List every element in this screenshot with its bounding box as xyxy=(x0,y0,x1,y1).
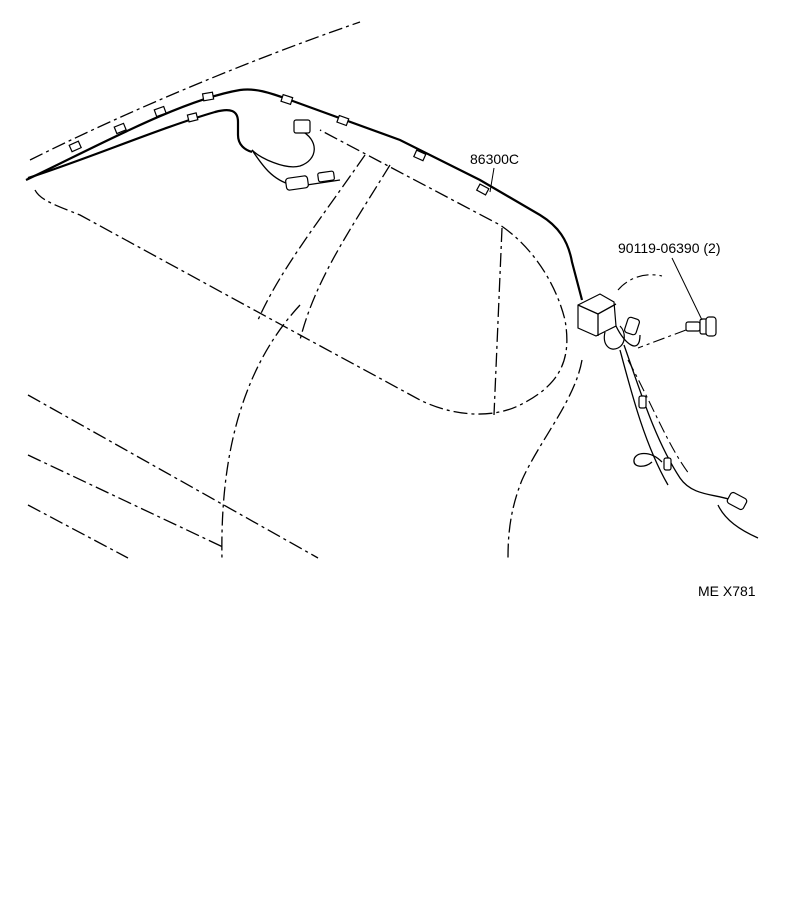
door-curve xyxy=(221,304,301,561)
screw-part-leader xyxy=(671,257,703,321)
cable-clip xyxy=(663,457,672,471)
window-divider xyxy=(493,227,503,416)
connector-upper xyxy=(293,119,311,134)
harness-clip xyxy=(336,114,350,127)
ground-lead xyxy=(633,452,663,467)
antenna-wire-main xyxy=(25,88,584,301)
harness-clip xyxy=(68,140,82,153)
end-lead xyxy=(717,504,759,539)
roof-line xyxy=(29,21,361,161)
harness-clip xyxy=(413,149,427,162)
rear-lower-line xyxy=(627,359,691,476)
rear-feed-cable xyxy=(623,344,741,506)
vehicle-body-outline xyxy=(27,21,691,561)
harness-clip xyxy=(280,93,294,106)
quarter-panel-curve xyxy=(507,359,583,559)
antenna-amplifier xyxy=(577,293,641,350)
screw-part-number: 90119-06390 (2) xyxy=(618,240,720,256)
antenna-part-number: 86300C xyxy=(470,151,519,167)
harness-clip xyxy=(113,122,127,135)
pillar-line-outer xyxy=(257,154,366,321)
harness-clip xyxy=(153,105,167,118)
side-line-upper xyxy=(27,394,319,559)
end-connector xyxy=(726,491,748,511)
lead-wire-upper xyxy=(251,129,315,168)
harness-clip xyxy=(186,112,199,123)
antenna-harness xyxy=(25,88,759,539)
harness-clip xyxy=(201,91,215,102)
screw-bolt xyxy=(637,316,717,349)
harness-clip xyxy=(475,183,490,196)
pillar-line-inner xyxy=(299,164,391,341)
connector-plug xyxy=(285,170,335,191)
illustration-code: ME X781 xyxy=(698,583,756,599)
antenna-wire-inner xyxy=(27,109,253,180)
rear-dash-arc xyxy=(617,274,663,291)
cable-clip xyxy=(638,395,647,409)
rear-feed-cable-shadow xyxy=(619,349,669,486)
side-line-lower xyxy=(27,504,129,559)
side-line-middle xyxy=(27,454,226,549)
rear-window-outline xyxy=(34,129,568,415)
antenna-part-leader xyxy=(489,167,495,193)
